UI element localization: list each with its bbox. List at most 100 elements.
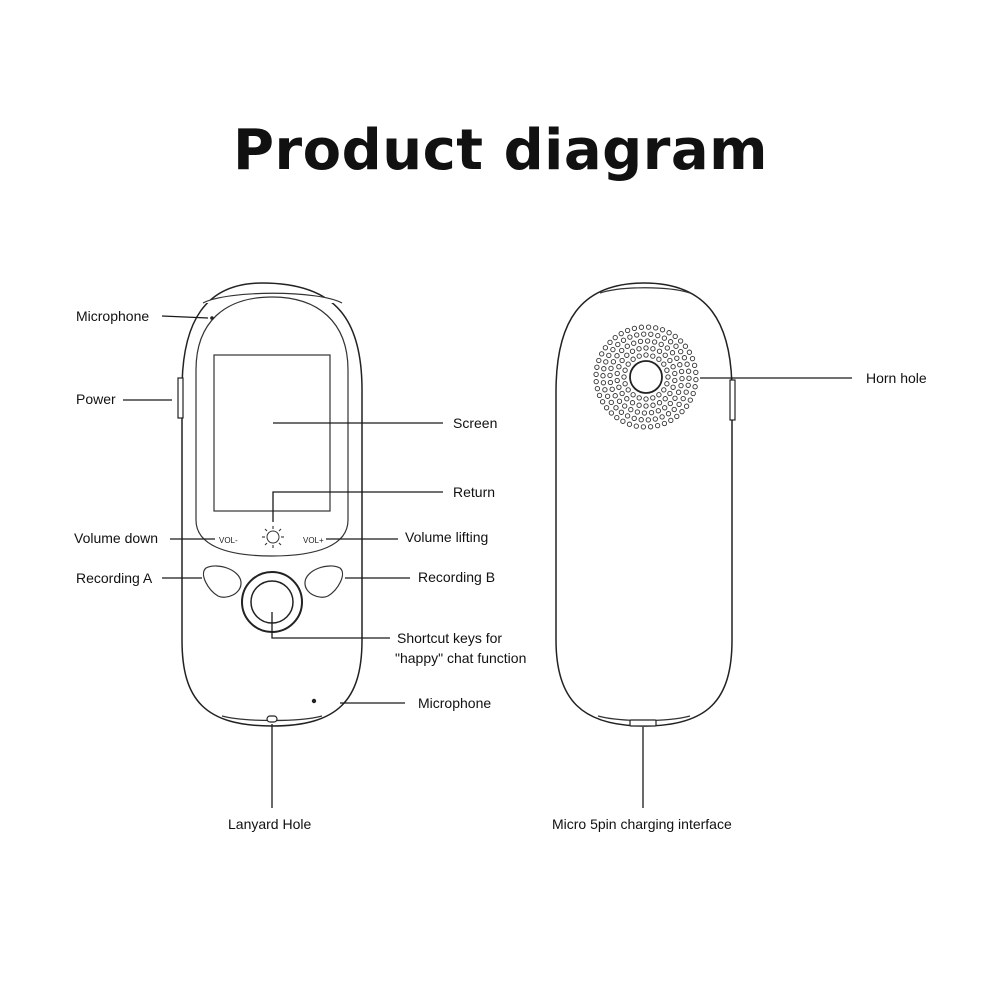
horn-grille-dot [603,359,609,365]
horn-grille-dot [616,364,622,370]
horn-grille-dot [684,361,690,367]
horn-grille-dot [643,345,649,351]
horn-grille-dot [600,373,606,379]
horn-grille-dot [621,374,627,380]
charging-port [629,719,657,727]
horn-grille-dot [619,357,625,364]
horn-grille-dot [659,414,665,420]
horn-grille-dot [667,390,673,397]
vol-minus-mark: VOL- [219,536,238,545]
horn-grille-dot [624,352,630,358]
lanyard-hole [266,715,278,723]
horn-grille-dot [629,348,636,354]
horn-grille-dot [664,381,670,387]
horn-grille-dot [631,340,637,346]
horn-grille-dot [622,367,628,373]
horn-grille-dot [686,349,693,355]
horn-grille-dot [616,398,623,404]
horn-grille-dot [608,365,614,372]
horn-grille-dot [596,357,602,364]
horn-grille-dot [672,333,678,340]
label-screen: Screen [453,415,497,431]
horn-grille-dot [667,357,673,364]
back-leader-lines [642,377,852,808]
horn-grille-dot [627,334,633,340]
horn-grille-dot [614,377,620,384]
horn-grille-dot [624,413,631,419]
horn-grille-dot [693,369,699,376]
horn-grille-dot [676,401,682,408]
horn-grille-dot [630,356,636,362]
horn-grille-dot [678,382,684,389]
horn-grille-dot [650,402,656,408]
horn-grille-dot [612,334,618,341]
horn-grille-dot [599,399,606,405]
horn-grille-dot [618,409,625,415]
horn-grille-dot [658,341,664,348]
horn-grille-dot [614,414,620,421]
horn-grille-dot [666,330,672,336]
horn-grille-dot [637,338,644,345]
horn-grille-dot [679,408,685,415]
horn-grille-dot [669,350,676,356]
horn-grille-dot [620,337,627,343]
horn-grille-dot [671,406,677,413]
horn-grille-dot [687,397,693,403]
horn-grille-dot [685,368,692,374]
horn-grille-dot [674,413,680,420]
horn-grille-dot [661,420,668,427]
horn-grille-dot [661,387,667,393]
horn-grille-dot [645,324,652,330]
horn-grille-dot [615,341,621,348]
horn-grille-dot [608,410,615,416]
horn-grille-dot [636,402,642,408]
horn-grille-dot [647,424,654,430]
horn-grille-dot [683,403,690,409]
label-power: Power [76,391,116,407]
horn-grille-dot [650,395,656,401]
front-device: VOL- VOL+ [177,282,363,727]
horn-grille-dot [650,346,656,352]
horn-grille-dot [664,345,670,351]
horn-grille-dot [638,324,645,330]
vol-plus-mark: VOL+ [303,536,324,545]
horn-grille-dot [643,403,649,409]
horn-grille-dot [618,330,624,337]
horn-grille-dot [619,347,625,354]
horn-grille-dot [626,421,633,427]
horn-grille-dot [668,417,674,424]
recording-b-button [304,565,344,598]
horn-grille-dot [634,332,640,338]
label-shortcut-line2: "happy" chat function [395,650,526,666]
horn-grille-dot [662,405,668,411]
horn-grille-dot [679,375,685,382]
label-charging-interface: Micro 5pin charging interface [552,816,732,832]
horn-grille-dot [655,408,661,414]
horn-grille-dot [631,415,637,422]
horn-grille-dot [691,362,698,369]
horn-grille-dot [599,351,605,357]
microphone-top-hole [210,316,214,320]
label-shortcut-line1: Shortcut keys for [397,630,502,646]
horn-grille-dot [654,422,661,429]
horn-grille-dot [662,396,668,402]
horn-grille-dot [600,380,607,386]
label-horn-hole: Horn hole [866,370,927,386]
horn-grille-dot [661,361,667,367]
horn-grille-dot [677,338,684,344]
horn-grille-dot [636,395,642,401]
horn-grille-dot [678,348,684,355]
horn-grille-dot [608,399,614,406]
horn-grille-dot [624,343,630,349]
horn-grille-dot [693,376,699,383]
horn-grille-dot [613,405,619,411]
horn-grille-dot [625,387,631,393]
horn-grille-dot [650,353,656,359]
horn-grille-dot [625,361,631,367]
horn-grille-dot [648,409,655,416]
horn-grille-dot [680,395,686,402]
label-recording-a: Recording A [76,570,153,586]
horn-grille-dot [686,375,692,381]
return-icon [262,526,284,548]
